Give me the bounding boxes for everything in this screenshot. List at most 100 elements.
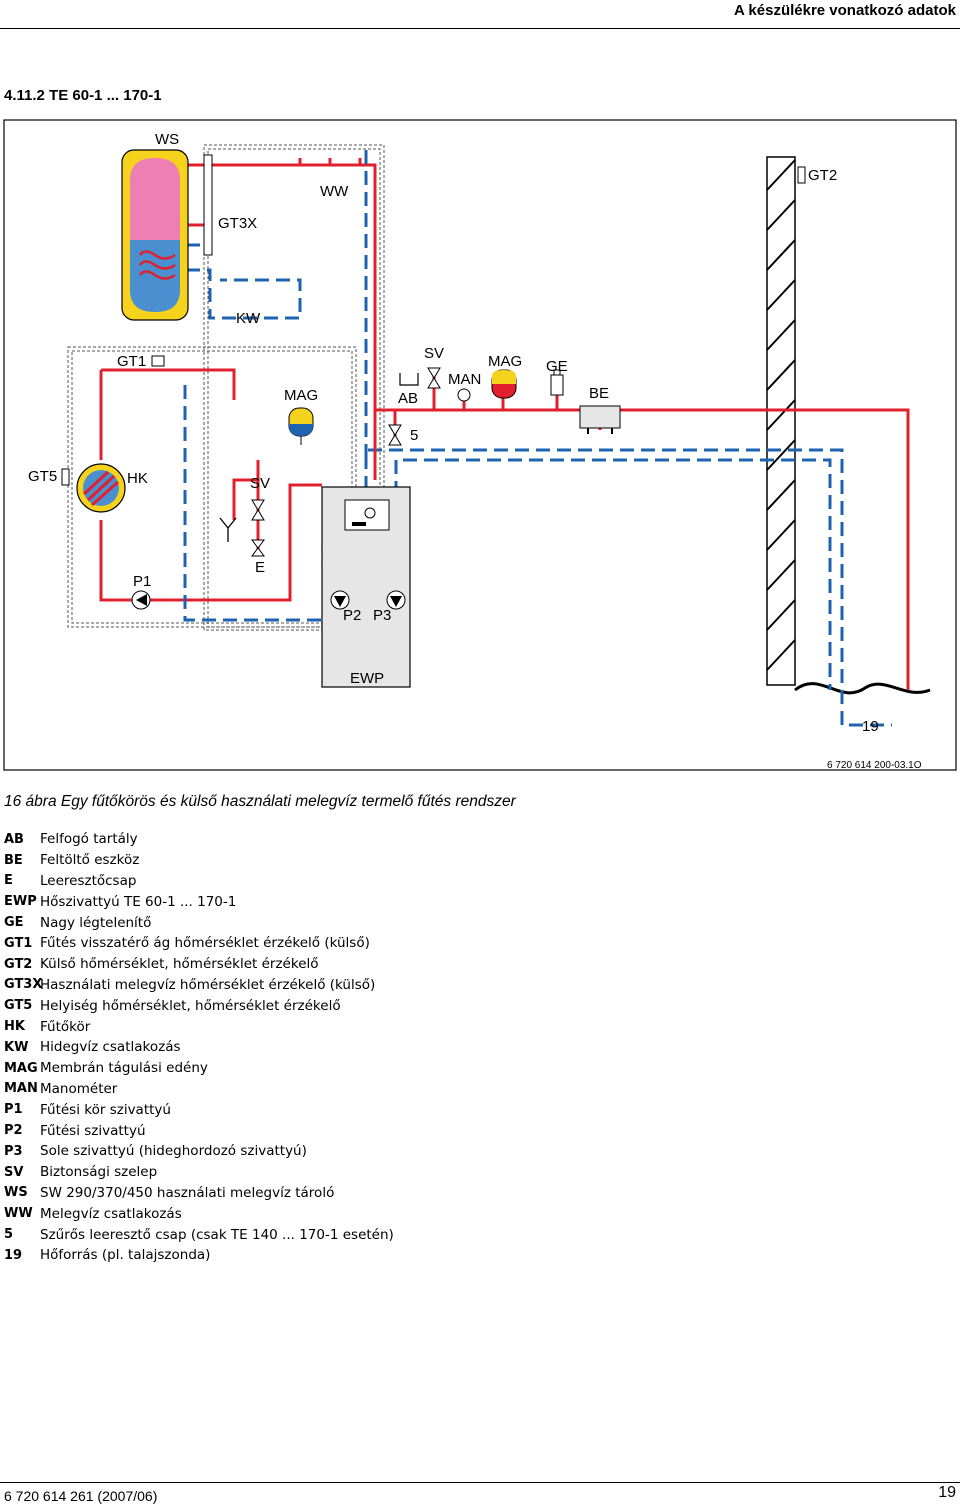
legend-item: KW Hidegvíz csatlakozás bbox=[4, 1037, 394, 1058]
legend-text: Helyiség hőmérséklet, hőmérséklet érzéke… bbox=[40, 997, 341, 1014]
label-5: 5 bbox=[410, 427, 418, 444]
legend-key: BE bbox=[4, 852, 23, 868]
label-gt2: GT2 bbox=[808, 167, 837, 184]
system-diagram: WS GT3X WW KW GT2 GT1 MAG AB SV MAN MAG … bbox=[3, 119, 957, 771]
water-storage-tank bbox=[121, 149, 213, 321]
legend-text: Sole szivattyú (hideghordozó szivattyú) bbox=[40, 1143, 307, 1160]
legend-key: 5 bbox=[4, 1227, 14, 1243]
legend-key: MAN bbox=[4, 1081, 38, 1097]
legend-key: SV bbox=[4, 1164, 24, 1180]
legend-key: GT5 bbox=[4, 998, 33, 1014]
label-sv-top: SV bbox=[424, 345, 444, 362]
legend-item: WS SW 290/370/450 használati melegvíz tár… bbox=[4, 1183, 394, 1204]
section-title: 4.11.2 TE 60-1 ... 170-1 bbox=[4, 87, 162, 104]
filter-drain-valve-icon bbox=[388, 424, 402, 446]
legend-key: EWP bbox=[4, 894, 37, 910]
label-ge: GE bbox=[546, 358, 568, 375]
sv-left-valve-icon bbox=[251, 499, 265, 521]
legend-text: Külső hőmérséklet, hőmérséklet érzékelő bbox=[40, 956, 319, 973]
label-p2: P2 bbox=[343, 607, 361, 624]
footer-rule bbox=[0, 1482, 960, 1483]
label-kw: KW bbox=[236, 310, 261, 327]
legend-item: 5 Szűrős leeresztő csap (csak TE 140 ... … bbox=[4, 1224, 394, 1245]
legend-key: KW bbox=[4, 1039, 29, 1055]
legend-text: Fűtés visszatérő ág hőmérséklet érzékelő… bbox=[40, 935, 370, 952]
legend-text: Hidegvíz csatlakozás bbox=[40, 1039, 181, 1056]
legend-text: SW 290/370/450 használati melegvíz tárol… bbox=[40, 1184, 335, 1201]
legend-key: WW bbox=[4, 1206, 33, 1222]
label-gt1: GT1 bbox=[117, 353, 146, 370]
heating-circuit-icon bbox=[76, 463, 126, 513]
legend-item: P3 Sole szivattyú (hideghordozó szivattyú… bbox=[4, 1141, 394, 1162]
ground-line bbox=[794, 682, 931, 695]
footer-doc-code: 6 720 614 261 (2007/06) bbox=[4, 1488, 158, 1504]
label-p1: P1 bbox=[133, 573, 151, 590]
label-hk: HK bbox=[127, 470, 148, 487]
legend-key: GE bbox=[4, 915, 24, 931]
legend-key: AB bbox=[4, 831, 24, 847]
ge-deaerator-icon bbox=[550, 369, 564, 396]
legend-item: HK Fűtőkör bbox=[4, 1016, 394, 1037]
legend-item: P1 Fűtési kör szivattyú bbox=[4, 1099, 394, 1120]
sv-top-valve-icon bbox=[427, 367, 441, 389]
legend-key: GT3X bbox=[4, 977, 43, 993]
legend-text: Használati melegvíz hőmérséklet érzékelő… bbox=[40, 976, 376, 993]
legend-text: Fűtési kör szivattyú bbox=[40, 1101, 171, 1118]
legend-text: Manométer bbox=[40, 1080, 118, 1097]
legend-key: HK bbox=[4, 1019, 25, 1035]
legend-key: P3 bbox=[4, 1143, 23, 1159]
legend-key: GT1 bbox=[4, 935, 33, 951]
label-gt3x: GT3X bbox=[218, 215, 257, 232]
label-sv-left: SV bbox=[250, 475, 270, 492]
diagram-frame bbox=[3, 119, 957, 771]
page-number: 19 bbox=[938, 1484, 956, 1501]
legend-text: Melegvíz csatlakozás bbox=[40, 1205, 182, 1222]
mag-right-icon bbox=[491, 369, 517, 399]
legend-key: P2 bbox=[4, 1123, 23, 1139]
legend-key: MAG bbox=[4, 1060, 38, 1076]
legend-text: Fűtőkör bbox=[40, 1018, 91, 1035]
label-19: 19 bbox=[862, 718, 879, 735]
legend-key: 19 bbox=[4, 1247, 23, 1263]
legend-key: P1 bbox=[4, 1102, 23, 1118]
legend-item: BE Feltöltő eszköz bbox=[4, 850, 394, 871]
legend-text: Szűrős leeresztő csap (csak TE 140 ... 1… bbox=[40, 1226, 394, 1243]
legend-text: Membrán tágulási edény bbox=[40, 1060, 208, 1077]
label-ws: WS bbox=[155, 131, 179, 148]
legend-key: WS bbox=[4, 1185, 28, 1201]
dashed-enclosures bbox=[67, 144, 385, 631]
label-man: MAN bbox=[448, 371, 481, 388]
label-mag-right: MAG bbox=[488, 353, 522, 370]
drain-funnel-icon bbox=[219, 517, 237, 542]
gt1-sensor-icon bbox=[151, 355, 165, 367]
legend-key: GT2 bbox=[4, 956, 33, 972]
header-rule bbox=[0, 28, 960, 29]
label-ewp: EWP bbox=[350, 670, 384, 687]
label-ab: AB bbox=[398, 390, 418, 407]
ground-loop-pipe bbox=[364, 448, 892, 727]
legend-text: Hőszivattyú TE 60-1 ... 170-1 bbox=[40, 893, 237, 910]
label-mag-left: MAG bbox=[284, 387, 318, 404]
legend-text: Feltöltő eszköz bbox=[40, 852, 140, 869]
pump-p3-icon bbox=[386, 590, 406, 610]
legend-item: WW Melegvíz csatlakozás bbox=[4, 1203, 394, 1224]
label-ww: WW bbox=[320, 183, 349, 200]
be-filling-device-icon bbox=[579, 405, 621, 434]
ewp-heat-pump-unit bbox=[321, 486, 411, 688]
gt2-sensor-icon bbox=[797, 166, 806, 184]
label-be: BE bbox=[589, 385, 609, 402]
label-gt5: GT5 bbox=[28, 468, 57, 485]
ab-collector-icon bbox=[399, 373, 419, 386]
figure-caption: 16 ábra Egy fűtőkörös és külső használat… bbox=[4, 793, 516, 810]
